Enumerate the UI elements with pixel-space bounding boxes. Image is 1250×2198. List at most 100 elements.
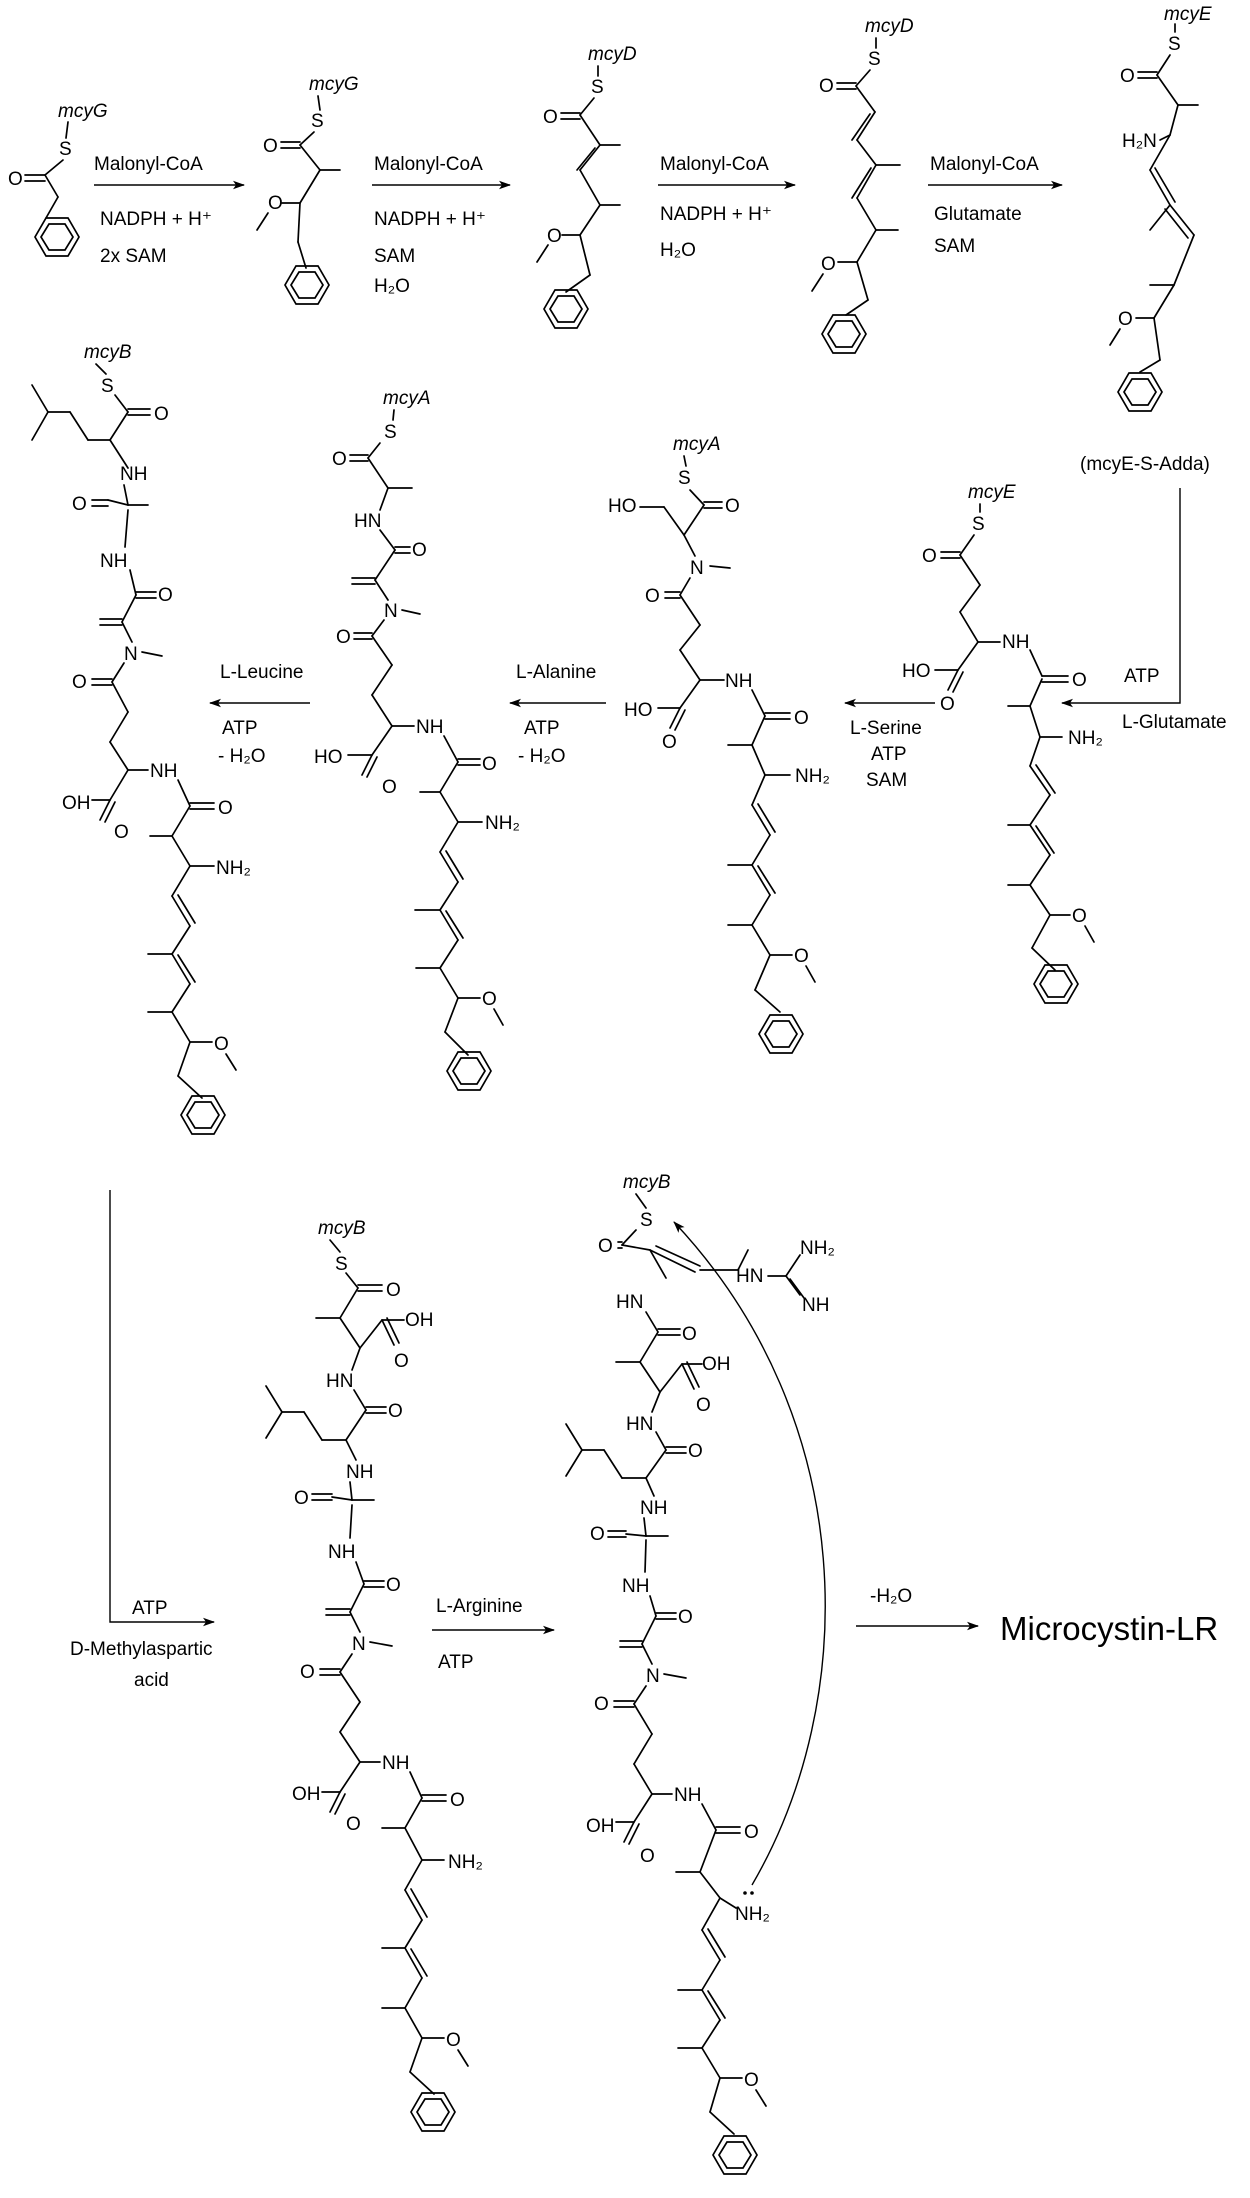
reagent-label: NADPH + H⁺ — [374, 209, 486, 230]
atom-label: O — [662, 732, 677, 753]
adda-label: (mcyE-S-Adda) — [1080, 454, 1210, 475]
atom-label: S — [640, 1210, 653, 1231]
structure-mcya-ser: mcyA S O HO N O NH HO O O — [608, 434, 830, 1054]
reaction-step-8: L-Leucine ATP - H₂O — [209, 662, 310, 767]
atom-label: OH — [405, 1310, 434, 1331]
atom-label: O — [394, 1351, 409, 1372]
atom-label: H₂N — [1122, 131, 1157, 152]
atom-label: O — [386, 1280, 401, 1301]
reaction-step-7: L-Alanine ATP - H₂O — [509, 662, 606, 767]
reagent-label: ATP — [524, 718, 560, 739]
atom-label: O — [598, 1236, 613, 1257]
atom-label: NH — [120, 464, 147, 485]
reaction-step-11: -H₂O — [856, 1586, 979, 1631]
enzyme-label: mcyA — [673, 434, 721, 455]
structure-mcyb-arg: mcyB S O HN NH₂ NH HN O OH O HN — [565, 1172, 835, 2175]
atom-label: S — [384, 422, 397, 443]
atom-label: O — [744, 2070, 759, 2091]
reagent-label: ATP — [222, 718, 258, 739]
benzene-ring — [1033, 964, 1079, 1004]
benzene-ring — [410, 2092, 456, 2132]
atom-label: NH — [150, 761, 177, 782]
atom-label: O — [682, 1324, 697, 1345]
reagent-label: ATP — [438, 1652, 474, 1673]
atom-label: O — [590, 1524, 605, 1545]
cyclization-arrow — [673, 1221, 826, 1886]
atom-label: NH — [802, 1295, 829, 1316]
structure-mcya-ala: mcyA S O HN O N O NH HO O — [314, 388, 520, 1091]
enzyme-label: mcyD — [588, 44, 637, 65]
atom-label: NH₂ — [795, 766, 830, 787]
atom-label: O — [482, 754, 497, 775]
enzyme-label: mcyG — [58, 101, 108, 122]
atom-label: HN — [326, 1371, 353, 1392]
benzene-ring — [712, 2135, 758, 2175]
atom-label: OH — [586, 1816, 615, 1837]
atom-label: NH₂ — [800, 1238, 835, 1259]
reaction-step-9: ATP D-Methylaspartic acid — [70, 1190, 215, 1691]
atom-label: O — [688, 1441, 703, 1462]
atom-label: HO — [608, 496, 637, 517]
atom-label: NH₂ — [485, 813, 520, 834]
reagent-label: ATP — [132, 1598, 168, 1619]
enzyme-label: mcyA — [383, 388, 431, 409]
atom-label: O — [645, 586, 660, 607]
atom-label: S — [972, 514, 985, 535]
atom-label: O — [388, 1401, 403, 1422]
atom-label: O — [678, 1607, 693, 1628]
atom-label: O — [72, 494, 87, 515]
atom-label: NH — [100, 551, 127, 572]
atom-label: N — [646, 1666, 660, 1687]
atom-label: N — [124, 644, 138, 665]
atom-label: O — [547, 226, 562, 247]
atom-label: O — [744, 1822, 759, 1843]
product-name: Microcystin-LR — [1000, 1610, 1218, 1647]
reagent-label: -H₂O — [870, 1586, 912, 1607]
atom-label: O — [446, 2030, 461, 2051]
atom-label: O — [482, 989, 497, 1010]
benzene-ring — [758, 1014, 804, 1054]
structure-mcyg-intermediate: mcyG S O O — [256, 74, 359, 305]
atom-label: NH — [382, 1753, 409, 1774]
atom-label: HO — [624, 700, 653, 721]
atom-label: HN — [626, 1414, 653, 1435]
atom-label: O — [640, 1846, 655, 1867]
benzene-ring — [1117, 372, 1163, 412]
atom-label: N — [352, 1634, 366, 1655]
atom-label: OH — [292, 1784, 321, 1805]
atom-label: S — [335, 1254, 348, 1275]
reagent-label: SAM — [934, 236, 975, 257]
enzyme-label: mcyE — [968, 482, 1016, 503]
atom-label: O — [72, 672, 87, 693]
benzene-ring — [284, 265, 330, 305]
reagent-label: 2x SAM — [100, 246, 167, 267]
reaction-step-6: L-Serine ATP SAM — [844, 698, 935, 791]
reagent-label: SAM — [374, 246, 415, 267]
atom-label: O — [294, 1488, 309, 1509]
reagent-label: Malonyl-CoA — [374, 154, 483, 175]
reagent-label: L-Serine — [850, 718, 922, 739]
atom-label: NH — [622, 1576, 649, 1597]
structure-mcye-adda-glu: mcyE S O NH HO O O NH₂ — [902, 482, 1103, 1004]
enzyme-label: mcyD — [865, 16, 914, 37]
reagent-label: L-Alanine — [516, 662, 596, 683]
reagent-label: ATP — [871, 744, 907, 765]
atom-label: S — [591, 77, 604, 98]
structure-mcyd-intermediate-2: mcyD S O O — [811, 16, 914, 354]
atom-label: O — [158, 585, 173, 606]
atom-label: O — [794, 708, 809, 729]
atom-label: O — [794, 946, 809, 967]
atom-label: O — [114, 822, 129, 843]
atom-label: O — [300, 1662, 315, 1683]
atom-label: N — [690, 558, 704, 579]
reagent-label: - H₂O — [218, 746, 265, 767]
atom-label: O — [8, 169, 23, 190]
atom-label: O — [543, 107, 558, 128]
atom-label: O — [268, 193, 283, 214]
atom-label: O — [1072, 670, 1087, 691]
reaction-step-2: Malonyl-CoA NADPH + H⁺ SAM H₂O — [372, 154, 511, 297]
atom-label: NH — [640, 1498, 667, 1519]
atom-label: OH — [702, 1354, 731, 1375]
atom-label: O — [450, 1790, 465, 1811]
